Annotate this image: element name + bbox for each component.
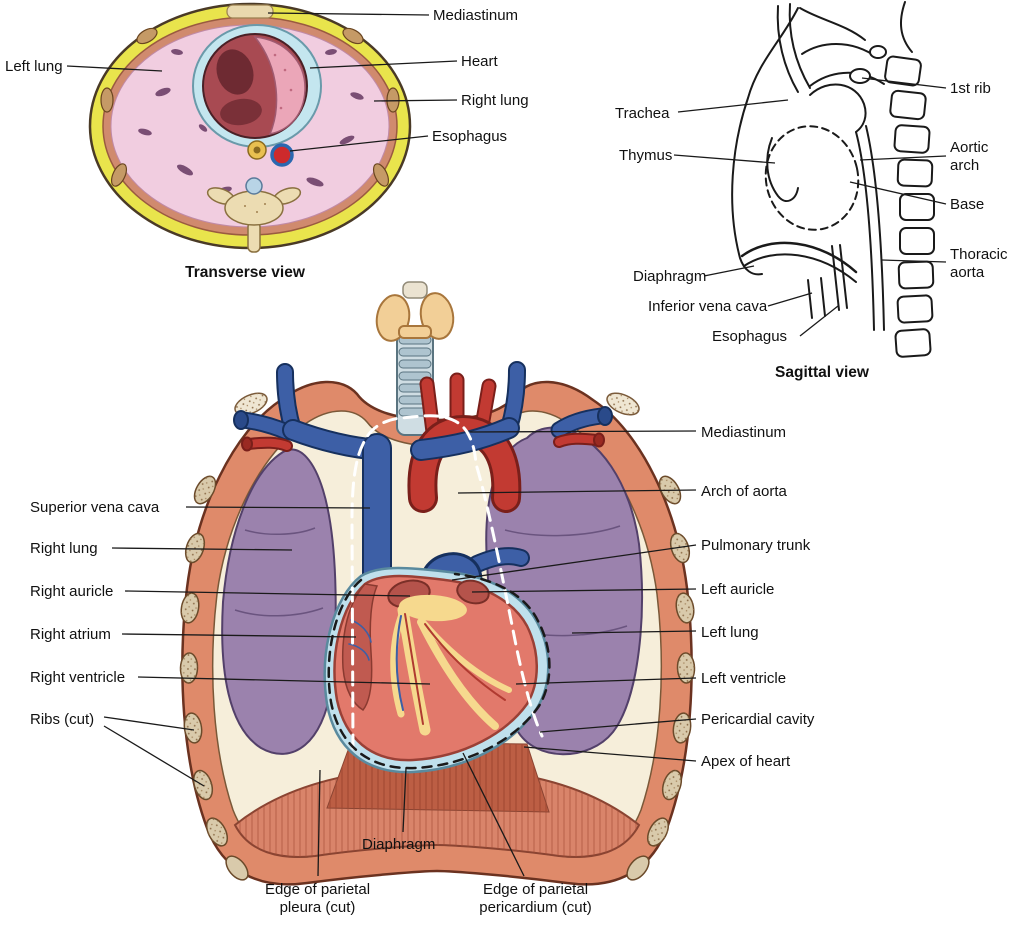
label-sagittal-inferior-vena-cava: Inferior vena cava: [648, 298, 768, 315]
label-sagittal-trachea: Trachea: [615, 105, 670, 122]
label-sagittal-thoracic-aorta: Thoracic aorta: [950, 246, 1008, 282]
esophagus-and-aorta-section: [247, 140, 294, 167]
label-anterior-edge-parietal-pleura: Edge of parietal pleura (cut): [264, 881, 371, 917]
inferior-vena-cava-line2: [820, 277, 826, 317]
sagittal-line-art: [731, 1, 913, 331]
caption-sagittal-view: Sagittal view: [775, 364, 869, 381]
sternum-cross-section: [226, 4, 274, 19]
esophagus-line2: [839, 244, 848, 309]
arch-of-aorta-vessel: [407, 372, 522, 513]
label-anterior-left-auricle: Left auricle: [701, 581, 775, 598]
thymus-outline: [766, 137, 799, 203]
larynx-cartilage: [402, 281, 428, 299]
label-anterior-apex-of-heart: Apex of heart: [701, 753, 791, 770]
label-sagittal-thymus: Thymus: [619, 147, 673, 164]
label-anterior-right-lung: Right lung: [30, 540, 98, 557]
rib-section-upper: [869, 45, 887, 59]
label-anterior-right-auricle: Right auricle: [30, 583, 114, 600]
label-sagittal-aortic-arch: Aortic arch: [950, 139, 989, 175]
rib-curve-2: [809, 71, 885, 87]
trachea-line-back: [788, 3, 811, 89]
label-sagittal-esophagus: Esophagus: [712, 328, 788, 345]
thoracic-aorta-front: [855, 131, 875, 331]
label-transverse-mediastinum: Mediastinum: [433, 7, 519, 24]
label-anterior-diaphragm: Diaphragm: [362, 836, 436, 853]
vertebral-column: [884, 55, 935, 358]
inferior-vena-cava-line: [807, 279, 813, 319]
caption-transverse-view: Transverse view: [185, 264, 305, 281]
label-anterior-ribs-cut: Ribs (cut): [30, 711, 95, 728]
label-anterior-mediastinum: Mediastinum: [701, 424, 787, 441]
esophagus-line: [831, 245, 840, 311]
label-anterior-right-atrium: Right atrium: [30, 626, 111, 643]
label-anterior-pulmonary-trunk: Pulmonary trunk: [701, 537, 811, 554]
shoulder-outline: [799, 7, 866, 41]
spinal-cord-section: [245, 177, 263, 195]
aortic-arch-line: [809, 83, 867, 133]
heart: [323, 566, 550, 774]
clavicle-cut-sections: [234, 392, 640, 416]
pericardium-and-heart-section: [192, 24, 322, 148]
label-transverse-esophagus: Esophagus: [432, 128, 508, 145]
label-anterior-right-ventricle: Right ventricle: [30, 669, 126, 686]
rib-curve-1: [801, 43, 879, 59]
label-transverse-heart: Heart: [461, 53, 498, 70]
coronary-vessels: [348, 613, 506, 725]
label-anterior-superior-vena-cava: Superior vena cava: [30, 499, 160, 516]
thyroid-gland: [375, 292, 455, 342]
label-anterior-left-lung: Left lung: [701, 624, 759, 641]
label-anterior-pericardial-cavity: Pericardial cavity: [701, 711, 815, 728]
mediastinum-dashed-outline: [350, 414, 544, 750]
label-transverse-right-lung: Right lung: [461, 92, 529, 109]
trachea-line-front: [776, 5, 799, 93]
label-transverse-left-lung: Left lung: [5, 58, 63, 75]
transverse-view-illustration: [88, 2, 412, 253]
label-sagittal-first-rib: 1st rib: [950, 80, 991, 97]
label-sagittal-diaphragm: Diaphragm: [633, 268, 707, 285]
thoracic-aorta-back: [865, 125, 885, 331]
chest-front-outline: [731, 7, 799, 276]
anterior-view-illustration: [179, 281, 696, 886]
vertebra-section: [206, 187, 302, 253]
neck-back-outline: [899, 1, 913, 53]
label-anterior-arch-of-aorta: Arch of aorta: [701, 483, 787, 500]
label-anterior-left-ventricle: Left ventricle: [701, 670, 787, 687]
label-sagittal-base: Base: [950, 196, 985, 213]
diaphragm-line-upper: [740, 241, 858, 274]
heart-atrium-section: [253, 36, 306, 136]
heart-dashed-outline: [764, 125, 860, 231]
first-rib-section: [849, 68, 871, 84]
label-anterior-edge-parietal-pericardium: Edge of parietal pericardium (cut): [479, 881, 592, 917]
